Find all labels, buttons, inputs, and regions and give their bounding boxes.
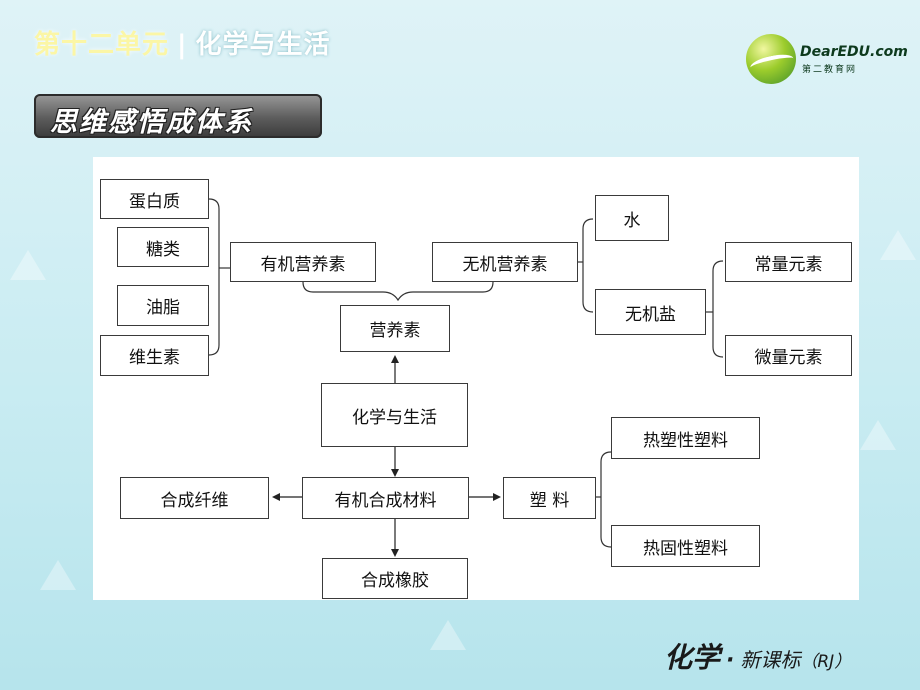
node-mineral-salt: 无机盐 bbox=[595, 289, 706, 335]
node-synthetic-fiber: 合成纤维 bbox=[120, 477, 269, 519]
header-separator: | bbox=[177, 30, 188, 60]
node-fat: 油脂 bbox=[117, 285, 209, 326]
node-synthetic-rubber: 合成橡胶 bbox=[322, 558, 468, 599]
brace-element-types bbox=[712, 260, 724, 358]
footer-caption: 化学·新课标（RJ） bbox=[664, 636, 851, 676]
globe-icon bbox=[746, 34, 796, 84]
node-organic-nutrient: 有机营养素 bbox=[230, 242, 376, 282]
node-water: 水 bbox=[595, 195, 669, 241]
dearedu-logo: DearEDU.com 第二教育网 bbox=[746, 34, 908, 86]
node-thermoplastic: 热塑性塑料 bbox=[611, 417, 760, 459]
node-protein: 蛋白质 bbox=[100, 179, 209, 219]
background-triangle bbox=[430, 620, 466, 650]
section-banner: 思维感悟成体系 bbox=[34, 94, 322, 138]
node-chemistry-and-life: 化学与生活 bbox=[321, 383, 468, 447]
node-organic-synthetic-material: 有机合成材料 bbox=[302, 477, 469, 519]
node-trace-element: 微量元素 bbox=[725, 335, 852, 376]
footer-version: （RJ） bbox=[800, 652, 852, 672]
slide-header: 第十二单元|化学与生活 bbox=[34, 24, 331, 61]
footer-subject: 化学 bbox=[664, 641, 721, 674]
background-triangle bbox=[880, 230, 916, 260]
footer-edition: 新课标 bbox=[740, 648, 801, 672]
logo-brand: DearEDU.com bbox=[800, 44, 908, 60]
logo-tagline: 第二教育网 bbox=[802, 65, 858, 75]
node-thermoset-plastic: 热固性塑料 bbox=[611, 525, 760, 567]
brace-plastic-types bbox=[600, 451, 612, 548]
node-inorganic-nutrient: 无机营养素 bbox=[432, 242, 578, 282]
node-sugar: 糖类 bbox=[117, 227, 209, 267]
node-plastics: 塑 料 bbox=[503, 477, 596, 519]
node-nutrient: 营养素 bbox=[340, 305, 450, 352]
node-macro-element: 常量元素 bbox=[725, 242, 852, 282]
background-triangle bbox=[40, 560, 76, 590]
brace-organic-items bbox=[208, 198, 220, 356]
brace-nutrient-types bbox=[302, 281, 494, 302]
background-triangle bbox=[10, 250, 46, 280]
footer-dot: · bbox=[726, 648, 735, 673]
brace-inorganic-items bbox=[582, 218, 594, 313]
unit-label: 第十二单元 bbox=[34, 30, 170, 60]
concept-map: 蛋白质 糖类 油脂 维生素 有机营养素 无机营养素 水 无机盐 常量元素 微量元… bbox=[93, 157, 859, 600]
connector-lines bbox=[208, 198, 724, 557]
node-vitamin: 维生素 bbox=[100, 335, 209, 376]
topic-label: 化学与生活 bbox=[195, 30, 331, 60]
background-triangle bbox=[860, 420, 896, 450]
banner-title: 思维感悟成体系 bbox=[50, 107, 253, 138]
